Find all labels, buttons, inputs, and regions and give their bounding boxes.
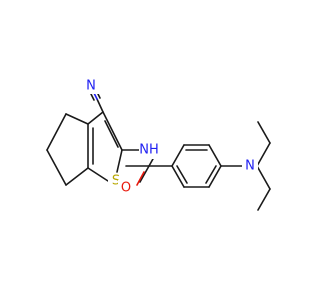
bond-double-inner	[104, 120, 119, 148]
nitrile-nitrogen-label: N	[83, 78, 99, 94]
bond-double-inner	[205, 165, 217, 184]
bond	[257, 188, 271, 211]
bond	[256, 142, 271, 167]
amide-nh-label: NH	[139, 141, 161, 159]
nitrile-n-text: N	[86, 79, 96, 94]
carbonyl-o-text: O	[121, 181, 131, 196]
bond	[65, 167, 89, 186]
bond	[96, 98, 104, 113]
bond	[46, 149, 67, 186]
label-background	[139, 141, 161, 159]
bond	[257, 121, 271, 144]
carbonyl-oxygen-label: O	[118, 180, 134, 196]
label-background	[83, 78, 99, 94]
amide-linkage	[121, 149, 173, 186]
benzene-ring	[171, 144, 222, 188]
bond	[139, 165, 150, 183]
thiophene-s-text: S	[112, 174, 120, 189]
amide-nh-text: NH	[139, 143, 159, 158]
molecule-diagram: N NH S O N	[46, 78, 271, 211]
bond	[46, 113, 67, 151]
bond	[87, 167, 109, 182]
thiophene-ring	[87, 111, 123, 182]
amine-n-text: N	[245, 159, 255, 174]
bond	[65, 113, 89, 125]
bond	[256, 165, 271, 190]
atom-labels: N NH S O N	[83, 78, 258, 196]
bond-double-co	[136, 171, 145, 186]
amine-nitrogen-label: N	[242, 158, 258, 174]
bond	[171, 165, 185, 188]
bond	[87, 111, 104, 125]
diethylamino-group	[220, 121, 271, 211]
bond	[208, 165, 222, 188]
bond	[116, 149, 123, 173]
bond	[171, 144, 185, 167]
bond	[102, 111, 123, 151]
bond-double-inner	[176, 165, 188, 184]
bond	[208, 144, 222, 167]
cyclopentane-ring	[46, 113, 89, 186]
label-background	[242, 158, 258, 174]
label-background	[118, 180, 134, 196]
